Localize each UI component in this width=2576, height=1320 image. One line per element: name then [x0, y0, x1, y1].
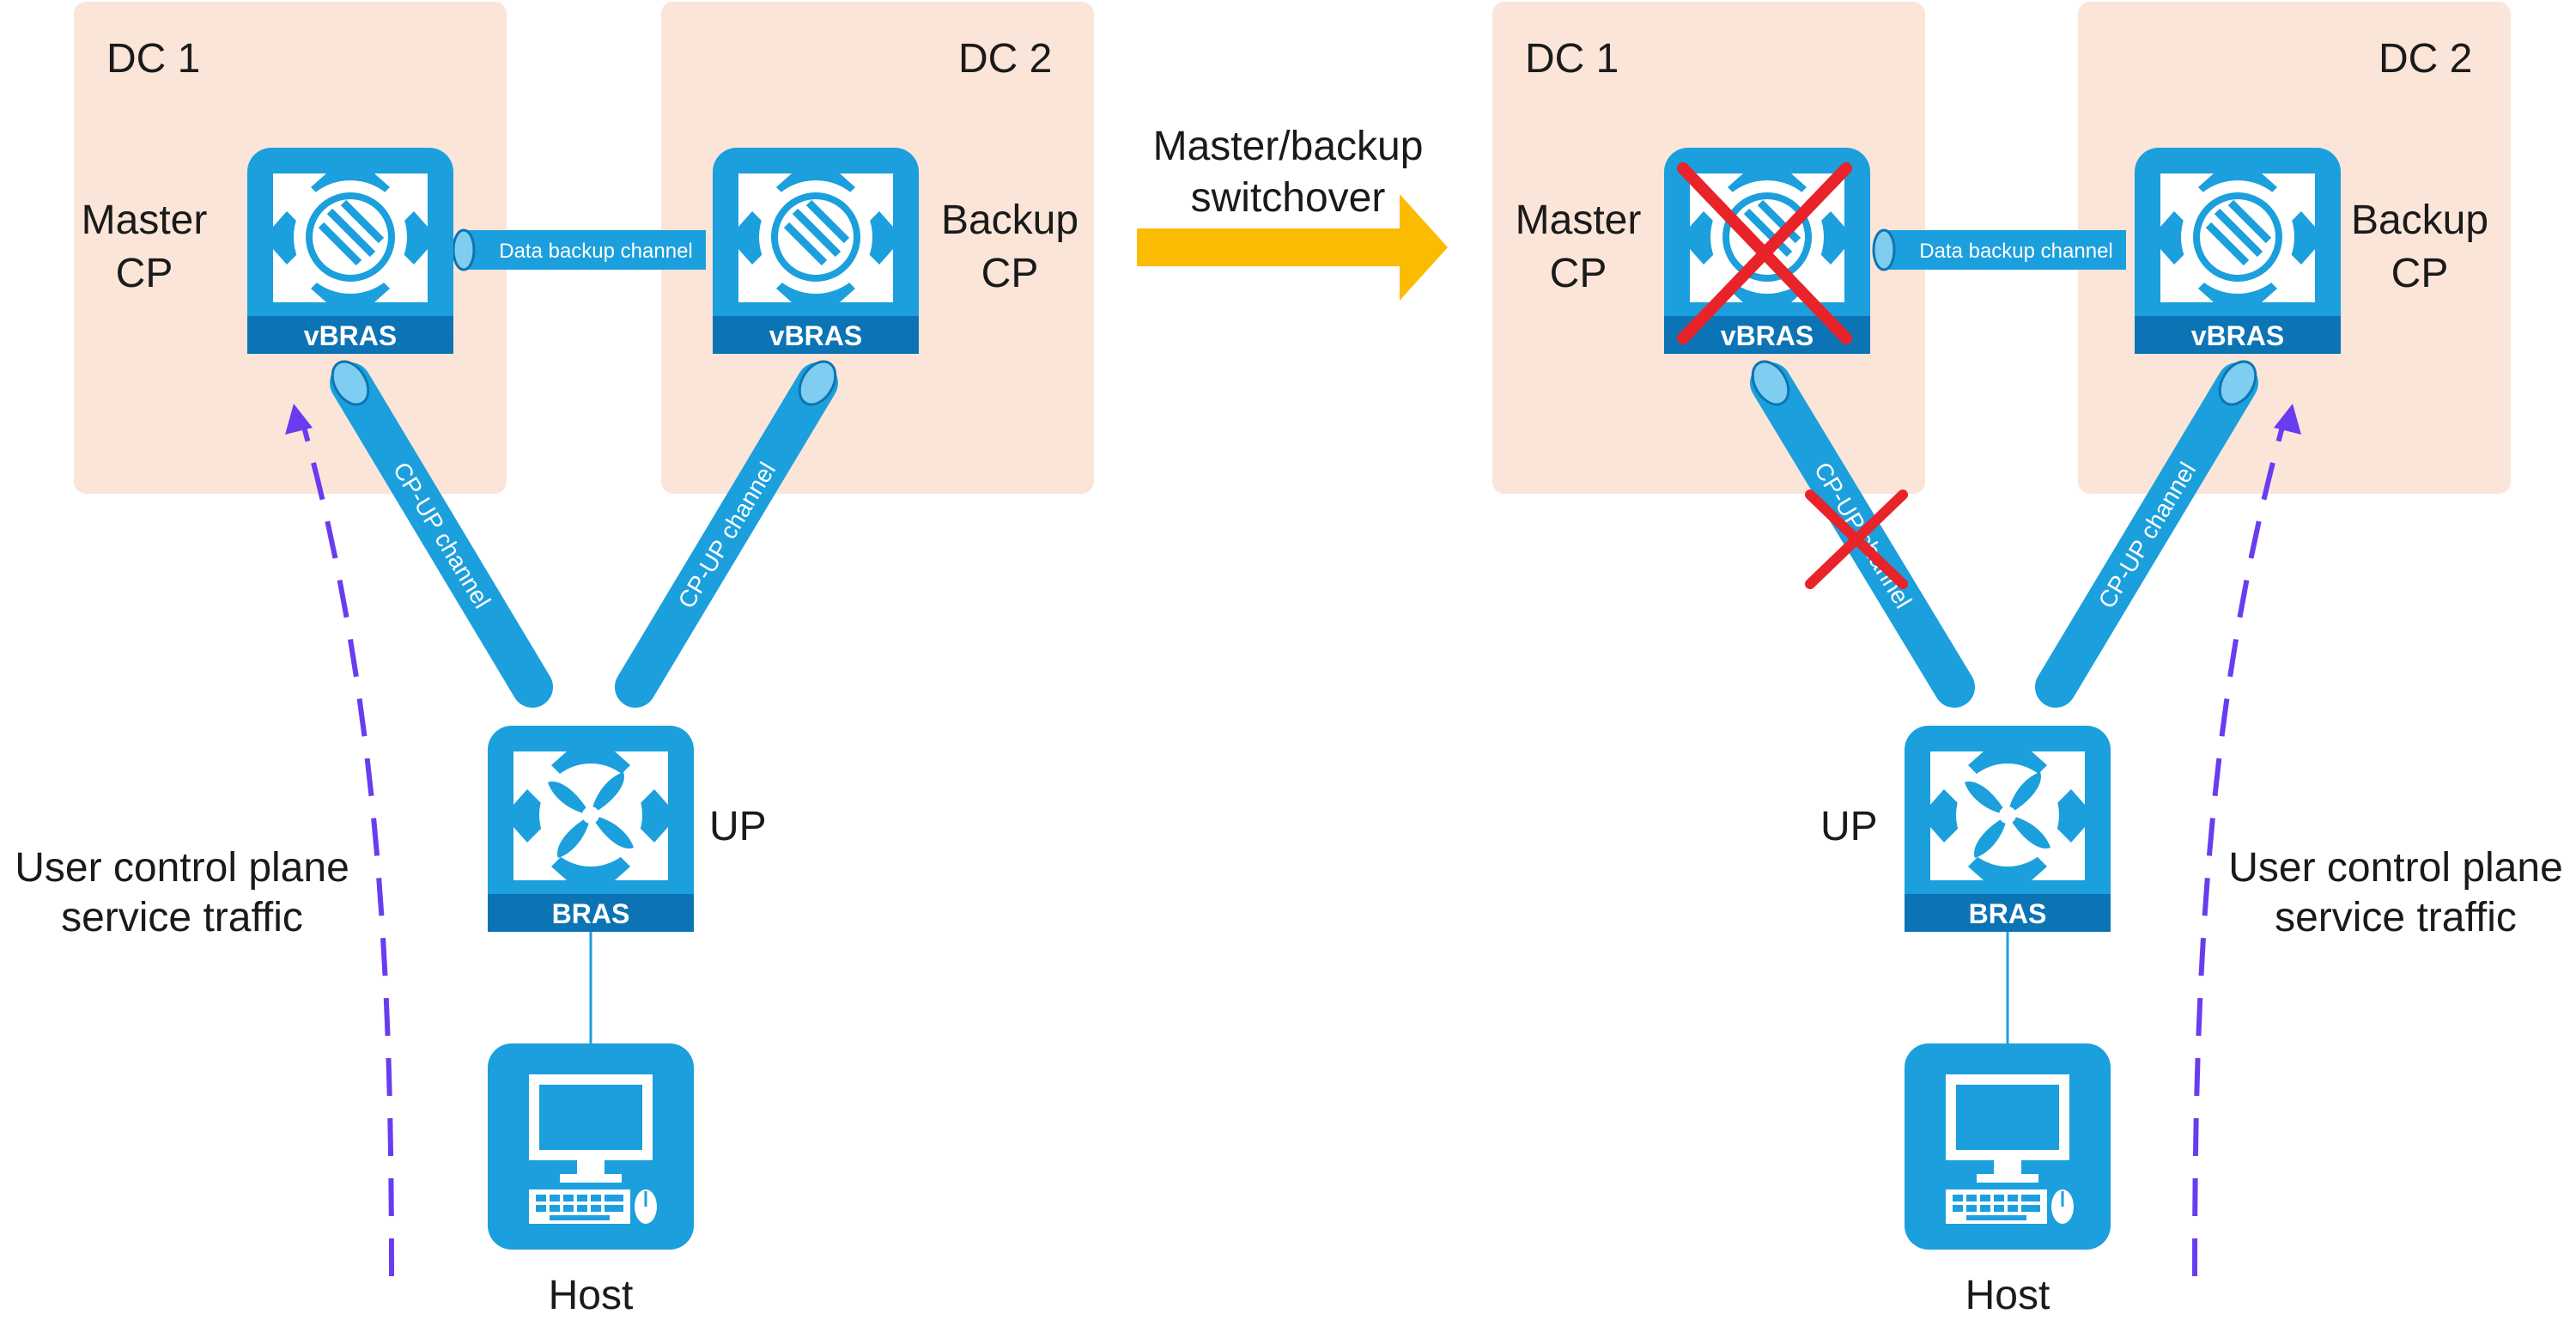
- traffic-label-after-line2: service traffic: [2275, 895, 2517, 940]
- traffic-label-line1: User control plane: [15, 845, 349, 891]
- backup-vbras-icon-after: vBRAS: [2135, 148, 2341, 354]
- switchover-arrow: [1137, 194, 1448, 301]
- dc1-label-after: DC 1: [1525, 36, 1619, 82]
- traffic-arrow-left: [285, 404, 394, 1277]
- master-cp-label-after-line1: Master: [1516, 198, 1642, 243]
- before-panel: DC 1 DC 2 CP-UP channel CP-UP channel Da…: [15, 2, 1094, 1318]
- dc2-label-after: DC 2: [2379, 36, 2472, 82]
- host-label-after: Host: [1965, 1273, 2050, 1318]
- up-bras-label: BRAS: [552, 898, 630, 929]
- up-bras-icon-after: BRAS: [1905, 726, 2111, 932]
- dc2-label: DC 2: [958, 36, 1052, 82]
- backup-vbras-label: vBRAS: [769, 320, 862, 351]
- dc1-label: DC 1: [106, 36, 200, 82]
- traffic-label-after-line1: User control plane: [2228, 845, 2563, 891]
- master-vbras-label: vBRAS: [304, 320, 397, 351]
- data-backup-channel-label: Data backup channel: [499, 240, 693, 263]
- master-cp-label-after-line2: CP: [1550, 251, 1607, 296]
- host-computer-icon: [486, 1042, 696, 1251]
- host-computer-icon-after: [1903, 1042, 2112, 1251]
- master-failure-cross-icon: [1677, 162, 1852, 344]
- backup-cp-label-line2: CP: [981, 251, 1039, 296]
- up-label: UP: [709, 804, 767, 849]
- backup-cp-label-after-line1: Backup: [2351, 198, 2488, 243]
- master-cp-label-line2: CP: [116, 251, 173, 296]
- master-vbras-label-after: vBRAS: [1721, 320, 1814, 351]
- channel-failure-cross-icon: [1805, 490, 1908, 589]
- backup-cp-label-line1: Backup: [941, 198, 1078, 243]
- master-vbras-icon-after: vBRAS: [1664, 148, 1870, 354]
- host-label: Host: [549, 1273, 634, 1318]
- backup-vbras-icon: vBRAS: [713, 148, 919, 354]
- data-backup-channel-after: Data backup channel: [1872, 228, 2126, 271]
- up-bras-icon: BRAS: [488, 726, 694, 932]
- backup-cp-label-after-line2: CP: [2391, 251, 2449, 296]
- data-backup-channel-after-label: Data backup channel: [1919, 240, 2113, 263]
- backup-vbras-label-after: vBRAS: [2191, 320, 2284, 351]
- switchover-label-line1: Master/backup: [1153, 124, 1424, 169]
- after-panel: DC 1 DC 2 CP-UP channel CP-UP channel Da…: [1492, 2, 2563, 1318]
- master-cp-label-line1: Master: [82, 198, 208, 243]
- traffic-arrow-right: [2192, 404, 2301, 1277]
- up-bras-label-after: BRAS: [1969, 898, 2047, 929]
- traffic-label-line2: service traffic: [61, 895, 303, 940]
- data-backup-channel: Data backup channel: [452, 228, 706, 271]
- master-vbras-icon: vBRAS: [247, 148, 453, 354]
- switchover-label-line2: switchover: [1191, 175, 1386, 221]
- up-label-after: UP: [1820, 804, 1878, 849]
